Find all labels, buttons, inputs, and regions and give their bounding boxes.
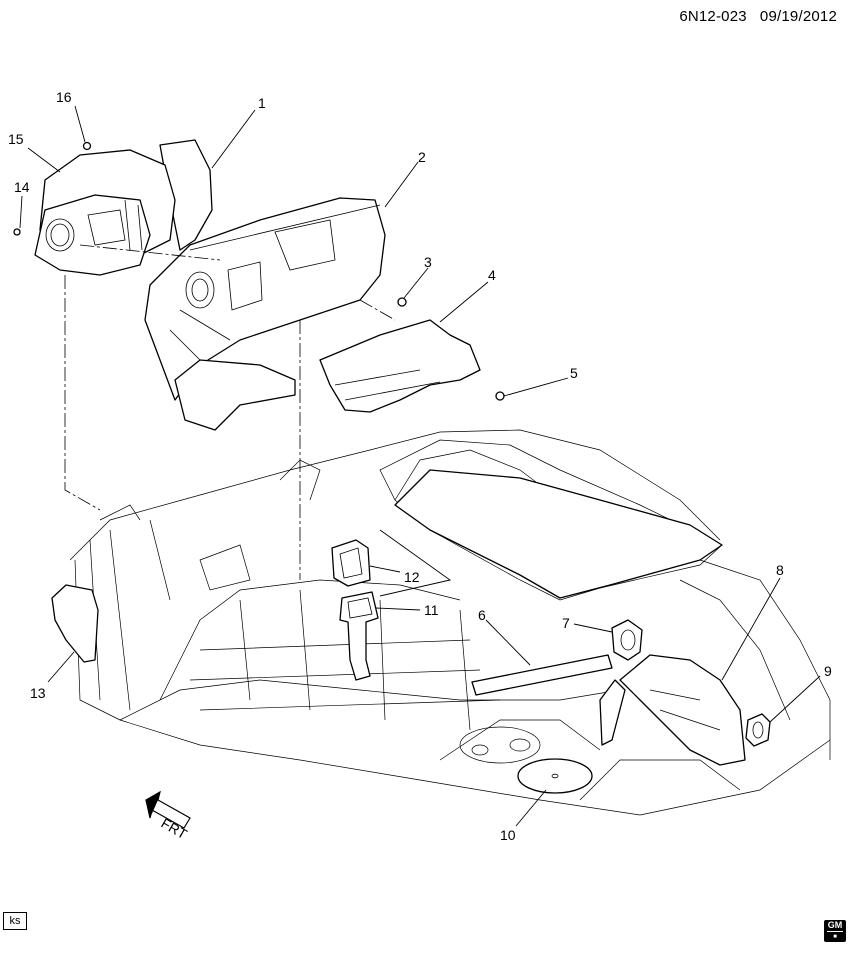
callout-6: 6 <box>478 607 486 623</box>
callout-14: 14 <box>14 179 30 195</box>
callout-11: 11 <box>424 602 439 618</box>
roof-panel <box>394 469 723 599</box>
callout-5: 5 <box>570 365 578 381</box>
callout-12: 12 <box>404 569 420 585</box>
front-direction-arrow: FRT <box>145 790 191 842</box>
part-7-grommet <box>611 619 643 661</box>
gm-logo-text: GM <box>827 920 843 930</box>
part-2-lower-extension <box>174 359 296 431</box>
leader-lines <box>19 105 821 827</box>
part-16-nut <box>82 141 92 151</box>
part-3-nut <box>397 297 407 307</box>
part-4-floor-insulator <box>319 319 481 413</box>
part-5-nut <box>495 391 505 401</box>
part-6-strip <box>471 654 613 696</box>
initials-box: ks <box>3 912 27 930</box>
callout-2: 2 <box>418 149 426 165</box>
part-9-grommet <box>745 713 771 747</box>
callout-3: 3 <box>424 254 432 270</box>
callout-4: 4 <box>488 267 496 283</box>
callout-10: 10 <box>500 827 516 843</box>
part-10-round-pad <box>517 758 593 794</box>
header-reference: 6N12-023 09/19/2012 <box>679 8 837 25</box>
part-14-pin <box>13 228 21 236</box>
callout-numbers: 1 2 3 4 5 6 7 8 9 10 11 12 13 14 15 16 <box>8 89 832 843</box>
part-12-seal <box>331 539 371 587</box>
part-11-duct-seal <box>339 591 379 681</box>
gm-logo: GM ■ <box>824 920 846 942</box>
callout-8: 8 <box>776 562 784 578</box>
part-13-side-pad <box>51 584 99 663</box>
callout-13: 13 <box>30 685 46 701</box>
callout-1: 1 <box>258 95 266 111</box>
callout-9: 9 <box>824 663 832 679</box>
callout-16: 16 <box>56 89 72 105</box>
part-8-wheelhouse-insulator <box>619 654 746 766</box>
callout-15: 15 <box>8 131 24 147</box>
doc-date: 09/19/2012 <box>759 8 837 25</box>
doc-id: 6N12-023 <box>679 8 747 25</box>
gm-logo-sub-icon: ■ <box>827 931 843 943</box>
callout-7: 7 <box>562 615 570 631</box>
